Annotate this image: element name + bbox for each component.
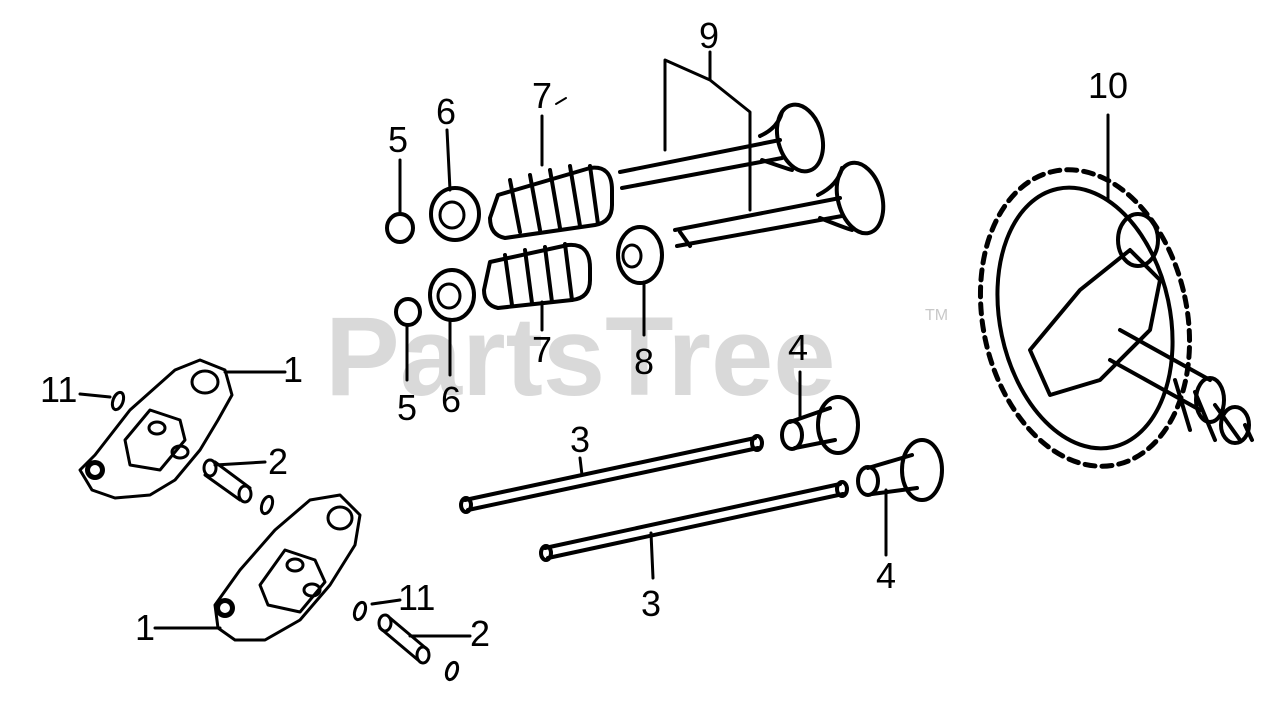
callout-2-upper: 2 — [268, 441, 288, 482]
callout-10: 10 — [1088, 65, 1128, 106]
callout-5-lower: 5 — [397, 387, 417, 428]
valve-seal-8 — [616, 225, 664, 285]
leader-lines — [78, 50, 1110, 638]
tappet-4-upper — [780, 395, 860, 455]
callout-1-upper: 1 — [283, 349, 303, 390]
rocker-arm-upper — [78, 358, 234, 500]
valve-spring-7-upper — [488, 164, 614, 240]
callout-6-upper: 6 — [436, 91, 456, 132]
callout-4-lower: 4 — [876, 555, 896, 596]
callout-4-upper: 4 — [788, 327, 808, 368]
callout-2-lower: 2 — [470, 613, 490, 654]
clip-11-lower — [352, 600, 368, 622]
callout-3-upper: 3 — [570, 419, 590, 460]
callout-5-upper: 5 — [388, 119, 408, 160]
watermark-trademark: TM — [925, 307, 948, 324]
clip-lower-extra — [444, 660, 460, 682]
camshaft-gear-10 — [977, 167, 1254, 469]
callout-6-lower: 6 — [441, 379, 461, 420]
callout-7-upper: 7 — [532, 75, 552, 116]
valve-stem-lower — [673, 160, 886, 248]
callout-9: 9 — [699, 15, 719, 56]
valve-stem-upper — [618, 102, 826, 190]
callout-numbers: 1 1 2 2 3 3 4 4 5 5 6 6 7 7 8 9 10 11 11 — [40, 15, 1128, 654]
push-rod-3-lower — [539, 480, 849, 562]
rocker-arm-lower — [213, 493, 362, 642]
valve-spring-7-lower — [482, 242, 592, 310]
callout-7-lower: 7 — [532, 329, 552, 370]
rocker-pin-upper — [202, 458, 253, 504]
clip-upper-extra — [259, 494, 275, 516]
callout-11-upper: 11 — [40, 369, 77, 410]
clip-11-upper — [110, 390, 126, 412]
watermark-text: PartsTree — [325, 294, 836, 419]
tappet-4-lower — [856, 438, 944, 502]
valve-retainer-6-upper — [429, 186, 481, 242]
valve-retainer-6-lower — [428, 268, 476, 322]
callout-8: 8 — [634, 341, 654, 382]
callout-11-lower: 11 — [398, 577, 435, 618]
callout-1-lower: 1 — [135, 607, 155, 648]
rocker-pin-lower — [377, 613, 431, 665]
callout-3-lower: 3 — [641, 583, 661, 624]
valve-cotter-5-upper — [385, 212, 415, 244]
push-rod-3-upper — [459, 434, 764, 514]
